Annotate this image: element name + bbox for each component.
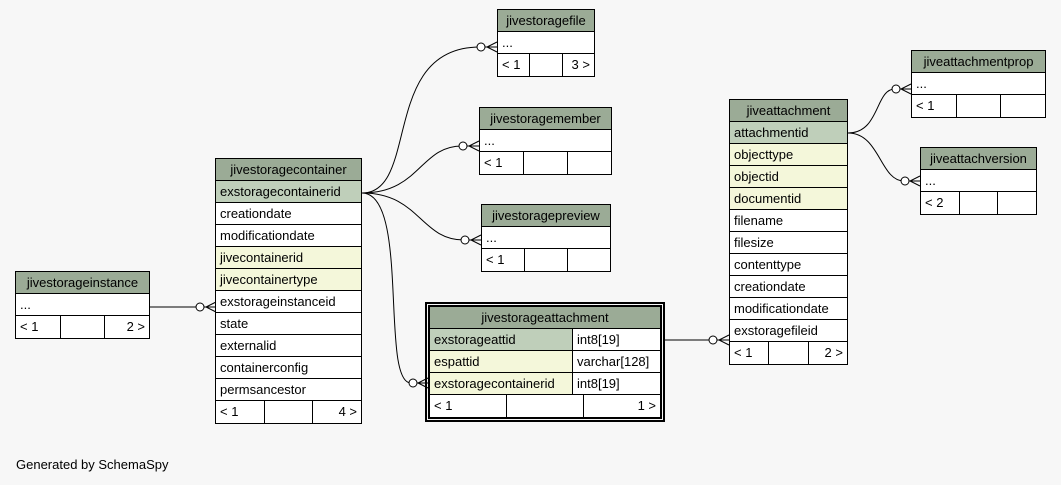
column-row: ... (498, 32, 594, 54)
parents-count[interactable]: < 1 (482, 249, 525, 271)
column-row: contenttype (730, 254, 847, 276)
table-footer: < 1 (482, 249, 610, 271)
children-count[interactable] (998, 192, 1036, 214)
parents-count[interactable]: < 1 (498, 54, 531, 76)
footer-middle (524, 152, 568, 174)
table-jiveattachmentprop[interactable]: jiveattachmentprop ... < 1 (911, 50, 1046, 118)
table-jiveattachment[interactable]: jiveattachment attachmentid objecttype o… (729, 99, 848, 365)
column-type: int8[19] (573, 329, 660, 350)
rel-attachment-version (847, 132, 920, 182)
column-name: espattid (430, 351, 573, 372)
footer-middle (769, 342, 809, 364)
children-count[interactable]: 4 > (338, 404, 358, 419)
table-footer: < 1 2 > (730, 342, 847, 364)
children-count[interactable]: 1 > (637, 398, 656, 413)
table-title: jivestoragepreview (482, 205, 610, 227)
footer-middle (507, 395, 584, 417)
table-title: jiveattachmentprop (912, 51, 1045, 73)
column-row: creationdate (216, 203, 361, 225)
table-footer: < 1 (912, 95, 1045, 117)
column-row: ... (16, 294, 149, 316)
footer-middle (525, 249, 568, 271)
parents-count[interactable]: < 1 (730, 342, 770, 364)
parents-count[interactable]: < 1 (480, 152, 524, 174)
column-row: ... (912, 73, 1045, 95)
table-jiveattachversion[interactable]: jiveattachversion ... < 2 (920, 147, 1037, 215)
footer-middle (960, 192, 999, 214)
column-row: jivecontainerid (216, 247, 361, 269)
column-row: modificationdate (730, 298, 847, 320)
column-row: filesize (730, 232, 847, 254)
table-title: jiveattachversion (921, 148, 1036, 170)
footer-middle (265, 401, 314, 423)
footer-middle (957, 95, 1002, 117)
rel-container-storagefile (361, 46, 497, 194)
parents-count[interactable]: < 1 (216, 401, 265, 423)
table-title: jiveattachment (730, 100, 847, 122)
table-title: jivestoragemember (480, 108, 611, 130)
table-footer: < 1 3 > (498, 54, 594, 76)
column-row: creationdate (730, 276, 847, 298)
column-row: attachmentid (730, 122, 847, 144)
parents-count[interactable]: < 1 (912, 95, 957, 117)
table-title: jivestoragecontainer (216, 159, 361, 181)
column-row: filename (730, 210, 847, 232)
column-row: documentid (730, 188, 847, 210)
table-footer: < 1 2 > (16, 316, 149, 338)
table-jivestorageattachment[interactable]: jivestorageattachment exstorageattid int… (425, 302, 665, 422)
column-type: varchar[128] (573, 351, 660, 372)
generated-by-label: Generated by SchemaSpy (16, 457, 169, 472)
table-title: jivestorageinstance (16, 272, 149, 294)
table-title: jivestorageattachment (430, 307, 660, 329)
rel-attachment-prop (847, 88, 911, 134)
column-row: exstoragecontainerid int8[19] (430, 373, 660, 395)
table-footer: < 2 (921, 192, 1036, 214)
column-type: int8[19] (573, 373, 660, 394)
parents-count[interactable]: < 1 (430, 395, 507, 417)
column-row: containerconfig (216, 357, 361, 379)
rel-container-storageattachment (361, 192, 428, 384)
column-row: jivecontainertype (216, 269, 361, 291)
table-title: jivestoragefile (498, 10, 594, 32)
children-count[interactable] (1001, 95, 1045, 117)
rel-container-storagemember (361, 145, 479, 194)
children-count[interactable]: 2 > (126, 319, 146, 334)
table-jivestoragefile[interactable]: jivestoragefile ... < 1 3 > (497, 9, 595, 77)
column-row: objectid (730, 166, 847, 188)
column-row: permsancestor (216, 379, 361, 401)
table-jivestoragemember[interactable]: jivestoragemember ... < 1 (479, 107, 612, 175)
footer-middle (530, 54, 563, 76)
parents-count[interactable]: < 1 (16, 316, 61, 338)
children-count[interactable] (568, 249, 610, 271)
rel-container-storagepreview (361, 192, 481, 241)
table-footer: < 1 4 > (216, 401, 361, 423)
column-row: espattid varchar[128] (430, 351, 660, 373)
table-footer: < 1 1 > (430, 395, 660, 417)
column-name: exstoragecontainerid (430, 373, 573, 394)
parents-count[interactable]: < 2 (921, 192, 960, 214)
column-row: exstoragefileid (730, 320, 847, 342)
footer-middle (61, 316, 106, 338)
table-jivestoragepreview[interactable]: jivestoragepreview ... < 1 (481, 204, 611, 272)
column-row: ... (921, 170, 1036, 192)
table-footer: < 1 (480, 152, 611, 174)
children-count[interactable] (568, 152, 611, 174)
column-row: objecttype (730, 144, 847, 166)
column-row: exstoragecontainerid (216, 181, 361, 203)
column-name: exstorageattid (430, 329, 573, 350)
table-jivestorageinstance[interactable]: jivestorageinstance ... < 1 2 > (15, 271, 150, 339)
children-count[interactable]: 3 > (571, 57, 590, 72)
column-row: exstorageattid int8[19] (430, 329, 660, 351)
column-row: ... (482, 227, 610, 249)
table-jivestoragecontainer[interactable]: jivestoragecontainer exstoragecontaineri… (215, 158, 362, 424)
column-row: state (216, 313, 361, 335)
column-row: exstorageinstanceid (216, 291, 361, 313)
column-row: externalid (216, 335, 361, 357)
children-count[interactable]: 2 > (824, 345, 843, 360)
column-row: modificationdate (216, 225, 361, 247)
column-row: ... (480, 130, 611, 152)
